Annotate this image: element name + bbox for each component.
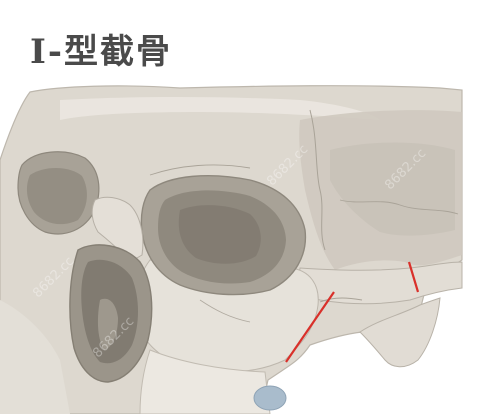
osteotomy-cut-line-posterior bbox=[407, 261, 420, 293]
mandible-process bbox=[359, 297, 441, 368]
vertebra bbox=[253, 385, 287, 411]
zygomatic-arch bbox=[299, 261, 463, 305]
osteotomy-cut-line-anterior bbox=[285, 291, 335, 363]
page-title: I-型截骨 bbox=[30, 32, 173, 72]
